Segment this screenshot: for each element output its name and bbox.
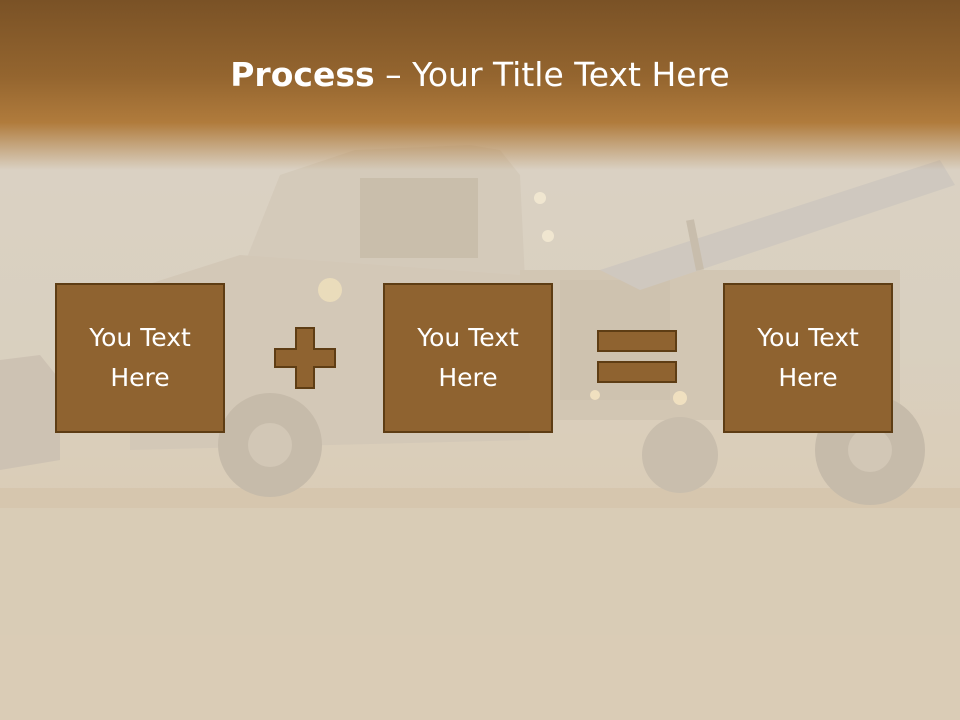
title-rest: – Your Title Text Here: [374, 55, 730, 94]
process-box-2[interactable]: You Text Here: [383, 283, 553, 433]
plus-icon: [274, 327, 336, 389]
process-box-1[interactable]: You Text Here: [55, 283, 225, 433]
slide-title[interactable]: Process – Your Title Text Here: [0, 52, 960, 98]
process-box-3[interactable]: You Text Here: [723, 283, 893, 433]
equals-icon: [597, 330, 677, 383]
process-box-3-text: You Text Here: [757, 323, 859, 392]
process-box-2-text: You Text Here: [417, 323, 519, 392]
process-box-1-text: You Text Here: [89, 323, 191, 392]
title-band: [0, 0, 960, 170]
title-bold: Process: [230, 55, 375, 94]
